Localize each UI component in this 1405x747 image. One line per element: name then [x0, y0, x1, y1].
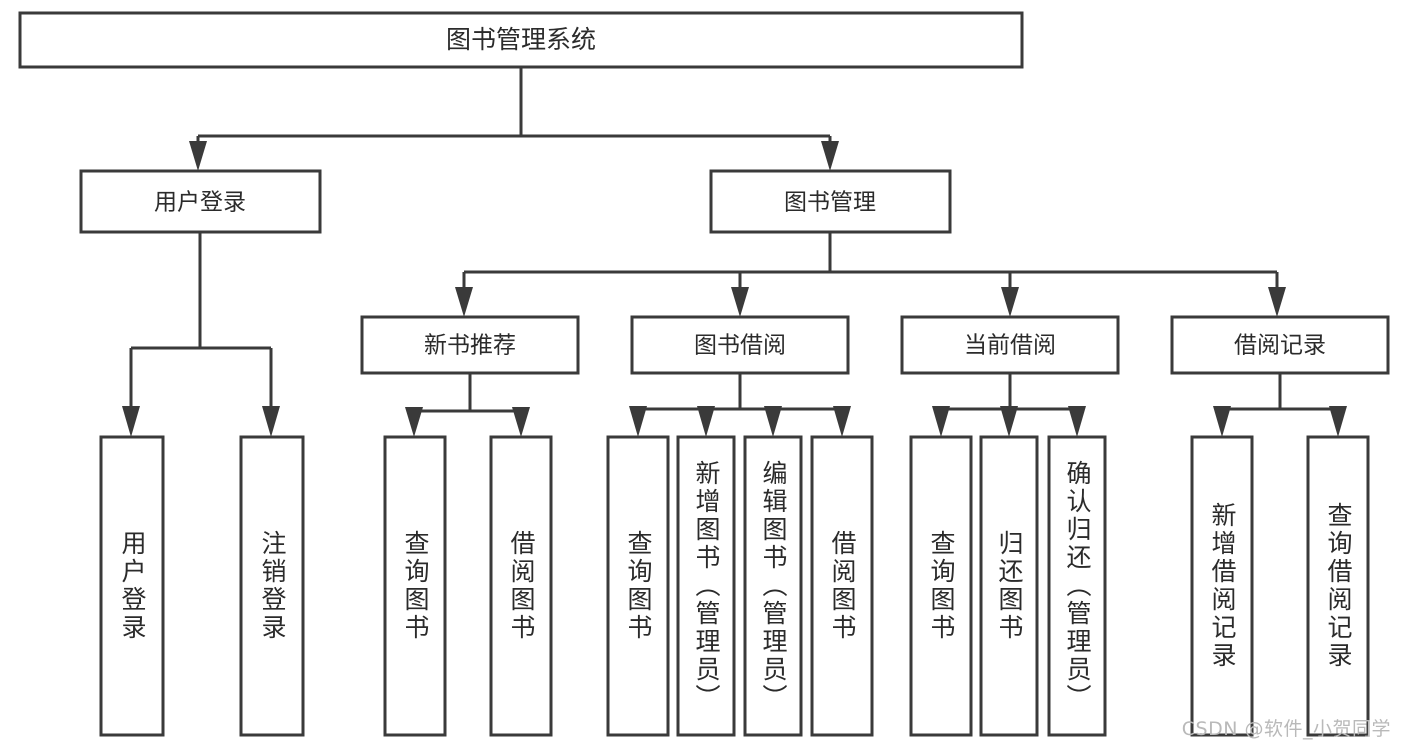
node-borrow-record[interactable]: 借阅记录	[1170, 315, 1390, 375]
level2-label-1: 图书借阅	[694, 333, 786, 359]
leaf-box-9[interactable]	[979, 435, 1039, 737]
node-user-login[interactable]: 用户登录	[79, 169, 322, 234]
arrow-l1-0	[189, 141, 207, 171]
arrow-leaf-10	[1068, 406, 1086, 437]
level2-box-2	[900, 315, 1120, 375]
node-root[interactable]: 图书管理系统	[18, 11, 1024, 69]
leaf-box-5[interactable]	[676, 435, 736, 737]
leaf-box-1[interactable]	[239, 435, 305, 737]
arrow-leaf-0	[122, 406, 140, 437]
arrow-leaf-8	[932, 406, 950, 437]
leaf-box-10[interactable]	[1047, 435, 1107, 737]
arrow-leaf-5	[697, 406, 715, 437]
level2-box-3	[1170, 315, 1390, 375]
arrow-leaf-6	[764, 406, 782, 437]
arrow-l2-2	[1001, 287, 1019, 317]
leaf-box-11[interactable]	[1190, 435, 1254, 737]
arrow-l2-1	[731, 287, 749, 317]
arrow-leaf-4	[629, 406, 647, 437]
level2-label-0: 新书推荐	[424, 333, 516, 359]
arrow-leaf-3	[512, 407, 530, 437]
root-box	[18, 11, 1024, 69]
leaf-box-3[interactable]	[489, 435, 553, 737]
level1-label-0: 用户登录	[154, 190, 246, 216]
arrow-l1-1	[821, 141, 839, 171]
leaf-box-0[interactable]	[99, 435, 165, 737]
arrow-leaf-1	[262, 406, 280, 437]
root-label: 图书管理系统	[446, 25, 596, 54]
arrow-l2-0	[455, 287, 473, 317]
leaf-box-7[interactable]	[810, 435, 874, 737]
arrow-l2-3	[1268, 287, 1286, 317]
node-new-book-recommend[interactable]: 新书推荐	[360, 315, 580, 375]
leaf-box-8[interactable]	[909, 435, 973, 737]
arrow-leaf-9	[1000, 406, 1018, 437]
leaf-box-4[interactable]	[606, 435, 670, 737]
arrow-leaf-11	[1213, 406, 1231, 437]
arrow-leaf-2	[405, 407, 423, 437]
node-book-borrow[interactable]: 图书借阅	[630, 315, 850, 375]
level2-box-1	[630, 315, 850, 375]
node-current-borrow[interactable]: 当前借阅	[900, 315, 1120, 375]
level2-label-3: 借阅记录	[1234, 333, 1326, 359]
level2-label-2: 当前借阅	[964, 333, 1056, 359]
arrow-leaf-7	[833, 406, 851, 437]
node-book-management[interactable]: 图书管理	[709, 169, 952, 234]
leaf-box-12[interactable]	[1306, 435, 1370, 737]
level1-box-1	[709, 169, 952, 234]
leaf-box-2[interactable]	[383, 435, 447, 737]
leaf-box-6[interactable]	[743, 435, 803, 737]
level2-box-0	[360, 315, 580, 375]
arrow-leaf-12	[1329, 406, 1347, 437]
level1-label-1: 图书管理	[784, 190, 876, 216]
